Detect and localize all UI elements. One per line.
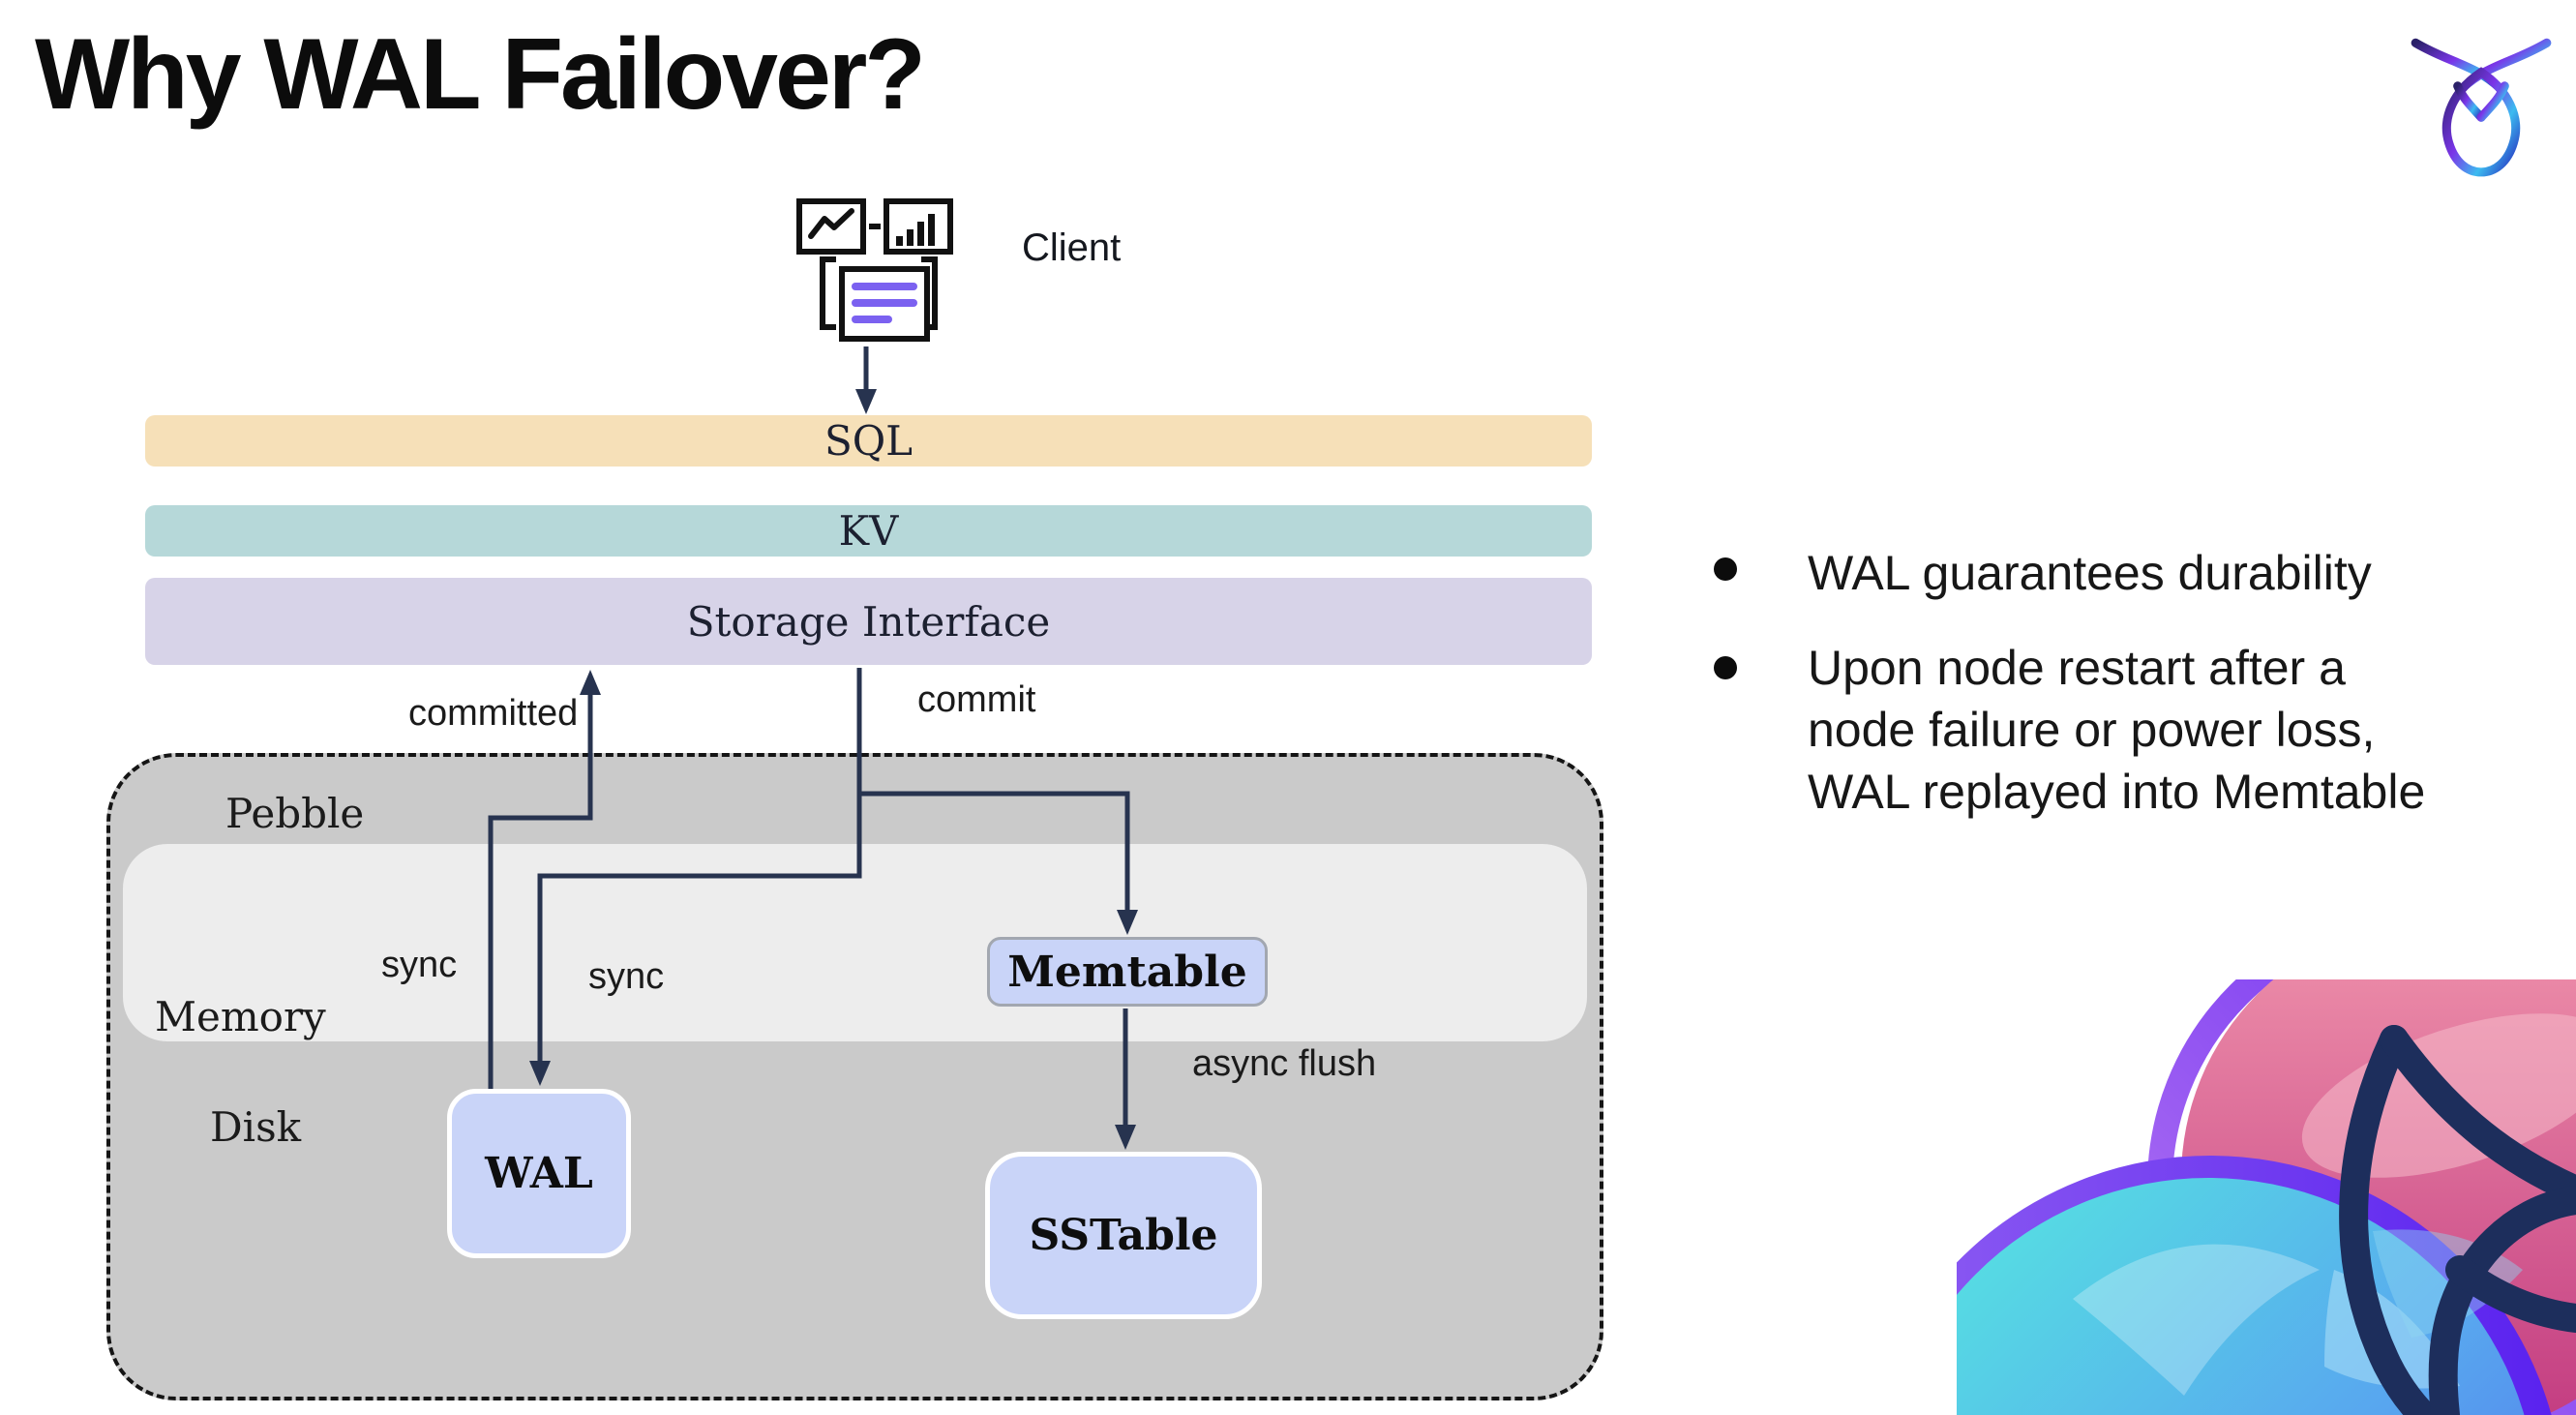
bullet-line: node failure or power loss, — [1808, 703, 2376, 757]
layer-bar-sql: SQL — [145, 415, 1592, 467]
layer-bar-storage-interface-label: Storage Interface — [686, 597, 1051, 646]
layer-bar-kv-label: KV — [838, 507, 899, 555]
page-title: Why WAL Failover? — [35, 18, 926, 131]
edge-label-async-flush: async flush — [1192, 1043, 1377, 1084]
bullet-line: Upon node restart after a — [1808, 641, 2346, 695]
sstable-box-label: SSTable — [1029, 1211, 1218, 1260]
edge-label-sync-wal: sync — [381, 945, 458, 985]
layer-bar-storage-interface: Storage Interface — [145, 578, 1592, 665]
memtable-box-label: Memtable — [1007, 947, 1247, 997]
sstable-box: SSTable — [985, 1152, 1262, 1319]
wal-box-label: WAL — [485, 1149, 593, 1198]
edge-label-sync-commit: sync — [588, 956, 665, 997]
cockroach-logo-icon — [2398, 15, 2564, 182]
client-icon — [792, 190, 966, 349]
edge-label-commit: commit — [917, 679, 1036, 720]
wal-box: WAL — [447, 1089, 631, 1258]
memory-band — [123, 844, 1587, 1041]
disk-label: Disk — [210, 1103, 302, 1151]
client-label: Client — [1022, 226, 1122, 269]
bullet-line: WAL guarantees durability — [1808, 546, 2372, 600]
memtable-box: Memtable — [987, 937, 1268, 1007]
bullet-dot-icon — [1714, 656, 1737, 679]
memory-label: Memory — [155, 993, 326, 1040]
bullet-item-replay: Upon node restart after a node failure o… — [1808, 637, 2425, 823]
pebble-label: Pebble — [225, 790, 365, 837]
cockroach-shell-decoration — [1957, 979, 2576, 1415]
bullet-item-durability: WAL guarantees durability — [1808, 542, 2372, 604]
layer-bar-sql-label: SQL — [824, 417, 914, 465]
layer-bar-kv: KV — [145, 505, 1592, 557]
bullet-line: WAL replayed into Memtable — [1808, 765, 2426, 819]
edge-label-committed: committed — [408, 693, 579, 734]
bullet-dot-icon — [1714, 557, 1737, 581]
